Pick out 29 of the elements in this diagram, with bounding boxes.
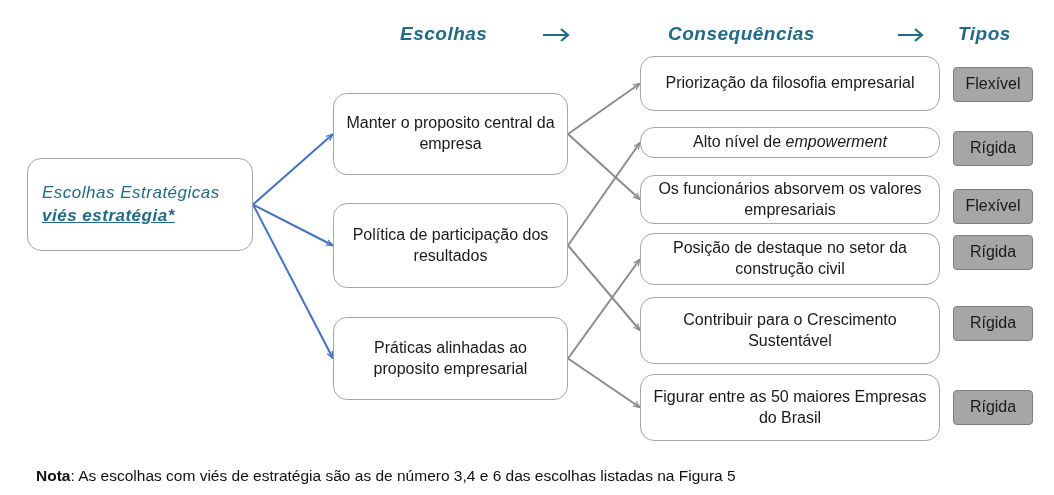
- arrow: [567, 258, 641, 360]
- arrow: [252, 203, 334, 360]
- arrow: [252, 203, 334, 247]
- consequence-box: Contribuir para o Crescimento Sustentável: [640, 297, 940, 364]
- type-label-box: Rígida: [953, 390, 1033, 425]
- type-label-box: Rígida: [953, 306, 1033, 341]
- type-label-box: Flexível: [953, 67, 1033, 102]
- type-label-box: Rígida: [953, 131, 1033, 166]
- column-heading: Tipos: [958, 23, 1011, 45]
- type-label-box: Flexível: [953, 189, 1033, 224]
- column-heading: Consequências: [668, 23, 815, 45]
- choice-box: Política de participação dos resultados: [333, 203, 568, 288]
- strategy-box: Escolhas Estratégicas viés estratégia*: [27, 158, 253, 251]
- arrow: [567, 133, 641, 201]
- note-text: Nota: As escolhas com viés de estratégia são as de número 3,4 e 6 das escolhas listadas na Figura 5: [36, 467, 736, 485]
- consequence-box: Alto nível de empowerment: [640, 127, 940, 158]
- arrow: [567, 82, 641, 135]
- consequence-box: Posição de destaque no setor da construção civil: [640, 233, 940, 285]
- arrow: [567, 141, 641, 247]
- consequence-box: Figurar entre as 50 maiores Empresas do Brasil: [640, 374, 940, 441]
- arrow: [252, 133, 334, 206]
- choice-box: Manter o proposito central da empresa: [333, 93, 568, 175]
- choice-box: Práticas alinhadas ao proposito empresarial: [333, 317, 568, 400]
- type-label-box: Rígida: [953, 235, 1033, 270]
- column-heading: Escolhas: [400, 23, 488, 45]
- consequence-box: Priorização da filosofia empresarial: [640, 56, 940, 111]
- arrow: [567, 244, 641, 332]
- consequence-box: Os funcionários absorvem os valores empresariais: [640, 175, 940, 224]
- arrow: [567, 357, 641, 409]
